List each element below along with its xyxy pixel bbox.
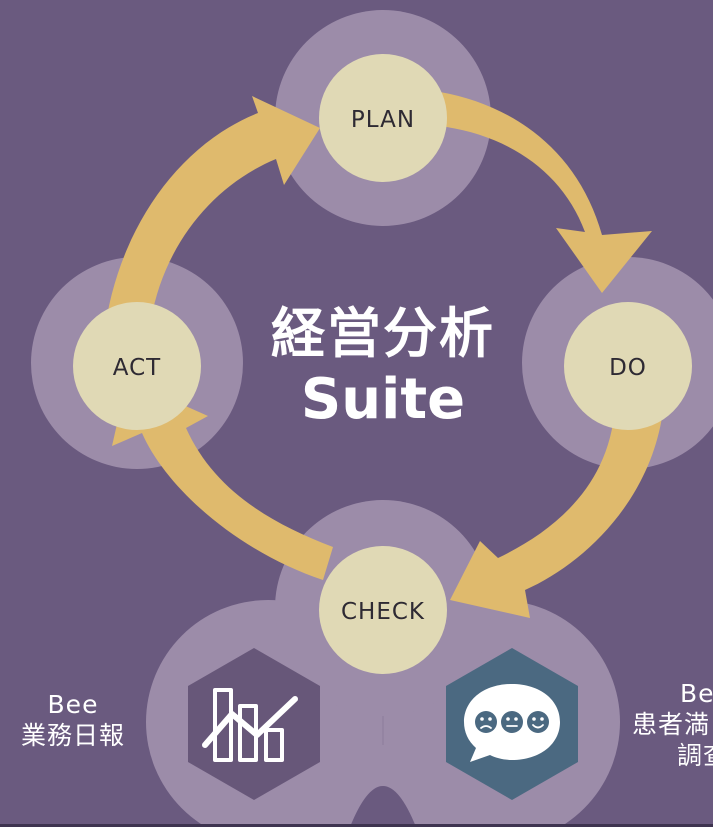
title-line-1: 経営分析 xyxy=(271,302,495,365)
arrow-check-to-act xyxy=(112,380,333,580)
bar-chart-trend-icon xyxy=(202,688,298,762)
do-node-circle xyxy=(564,302,692,430)
left-product-subtitle: 業務日報 xyxy=(21,721,125,750)
check-node: CHECK xyxy=(319,546,447,674)
check-label: CHECK xyxy=(341,599,425,625)
lobe-notch xyxy=(350,786,416,827)
happy-face-icon xyxy=(527,711,549,733)
plan-label: PLAN xyxy=(351,107,415,133)
left-product-name: Bee xyxy=(48,690,99,719)
act-node-circle xyxy=(73,302,201,430)
center-title: 経営分析 Suite xyxy=(271,302,495,432)
cycle-nodes: PLAN DO CHECK ACT xyxy=(73,54,692,674)
do-node: DO xyxy=(564,302,692,430)
plan-node: PLAN xyxy=(319,54,447,182)
title-line-2: Suite xyxy=(301,367,465,432)
left-product-label: Bee 業務日報 xyxy=(21,690,125,750)
act-label: ACT xyxy=(113,355,161,381)
check-node-circle xyxy=(319,546,447,674)
sad-face-icon xyxy=(475,711,497,733)
right-product-label: Bee 患者満 調查 xyxy=(632,679,713,770)
left-product-icon xyxy=(188,648,320,800)
act-node: ACT xyxy=(73,302,201,430)
right-product-name: Bee xyxy=(680,679,713,708)
plan-node-circle xyxy=(319,54,447,182)
cycle-arrows xyxy=(104,92,664,618)
arrow-do-to-check xyxy=(450,402,664,618)
neutral-face-icon xyxy=(501,711,523,733)
right-product-subtitle-2: 調查 xyxy=(677,741,713,770)
bottom-border xyxy=(0,824,713,827)
right-product-subtitle: 患者満 xyxy=(632,710,710,739)
arrow-act-to-plan xyxy=(104,96,320,336)
arrow-plan-to-do xyxy=(430,92,652,293)
satisfaction-survey-faces-icon xyxy=(464,684,560,762)
do-label: DO xyxy=(609,355,647,381)
right-product-icon xyxy=(446,648,578,800)
